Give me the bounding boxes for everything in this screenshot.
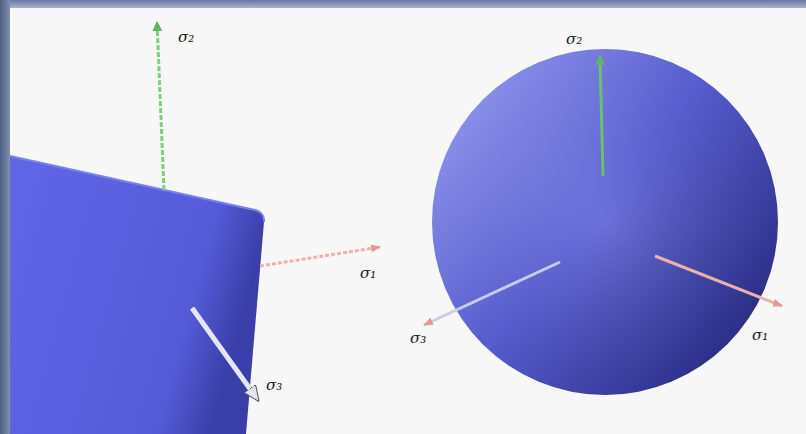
stress-label: σ₁: [360, 266, 376, 281]
stress-label: σ₂: [178, 30, 194, 45]
stress-label: σ₁: [752, 328, 768, 343]
stress-label: σ₃: [410, 331, 426, 346]
stress-label: σ₂: [566, 32, 582, 47]
stress-label: σ₃: [266, 378, 282, 393]
